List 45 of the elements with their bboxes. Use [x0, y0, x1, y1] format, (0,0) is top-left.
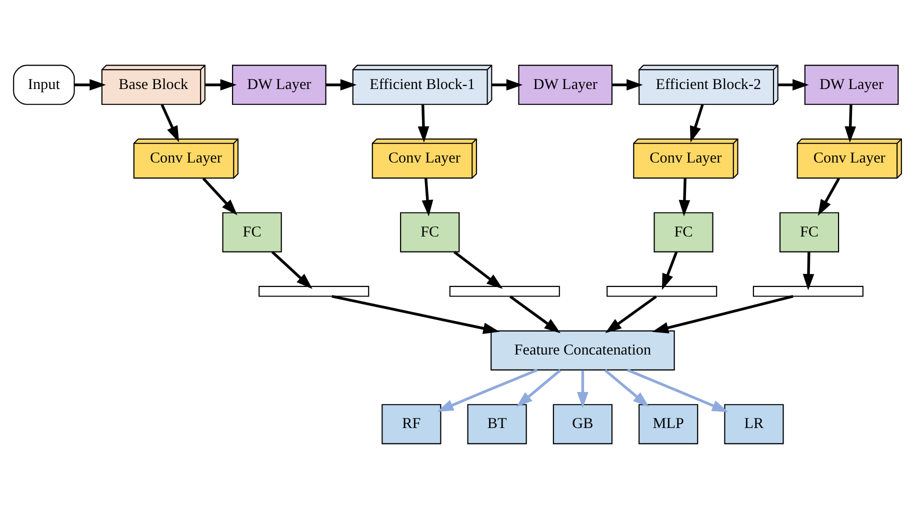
arrow	[331, 294, 500, 334]
node-box: DW Layer	[518, 64, 612, 105]
arrow	[626, 368, 728, 412]
arrow	[74, 79, 106, 91]
arrow	[689, 104, 704, 142]
node-box: BT	[466, 404, 526, 444]
node-bar	[752, 286, 863, 297]
arrow	[202, 178, 237, 216]
arrow	[421, 178, 433, 216]
arrow	[270, 251, 312, 289]
arrow	[817, 178, 840, 216]
node-box: FC	[400, 212, 460, 252]
node-box: Feature Concatenation	[490, 330, 674, 370]
arrow	[678, 178, 690, 216]
node-box: FC	[653, 212, 713, 252]
arrow	[652, 294, 793, 334]
arrow	[844, 104, 856, 143]
node-box: DW Layer	[804, 64, 898, 105]
arrow	[576, 370, 588, 408]
arrow	[661, 252, 678, 290]
arrow	[491, 79, 522, 91]
arrow	[160, 104, 179, 142]
arrow	[778, 79, 808, 91]
arrow	[453, 250, 502, 289]
node-box: RF	[381, 404, 441, 444]
arrow	[612, 79, 642, 91]
arrow	[204, 79, 236, 91]
node-bar	[448, 286, 560, 297]
arrow	[802, 252, 814, 290]
node-box: FC	[222, 212, 282, 252]
arrow	[604, 295, 656, 334]
node-box: FC	[778, 212, 839, 252]
node-bar	[258, 286, 369, 297]
node-box: Input	[12, 64, 74, 105]
node-box: LR	[724, 404, 784, 444]
arrow	[436, 368, 538, 412]
node-box: GB	[552, 404, 612, 444]
node-box: DW Layer	[232, 64, 326, 105]
node-box: MLP	[638, 404, 698, 444]
node-bar	[606, 286, 717, 297]
arrow	[417, 104, 429, 143]
arrow	[604, 369, 649, 408]
arrow	[516, 369, 561, 408]
arrow	[508, 295, 560, 334]
arrow	[325, 79, 356, 91]
